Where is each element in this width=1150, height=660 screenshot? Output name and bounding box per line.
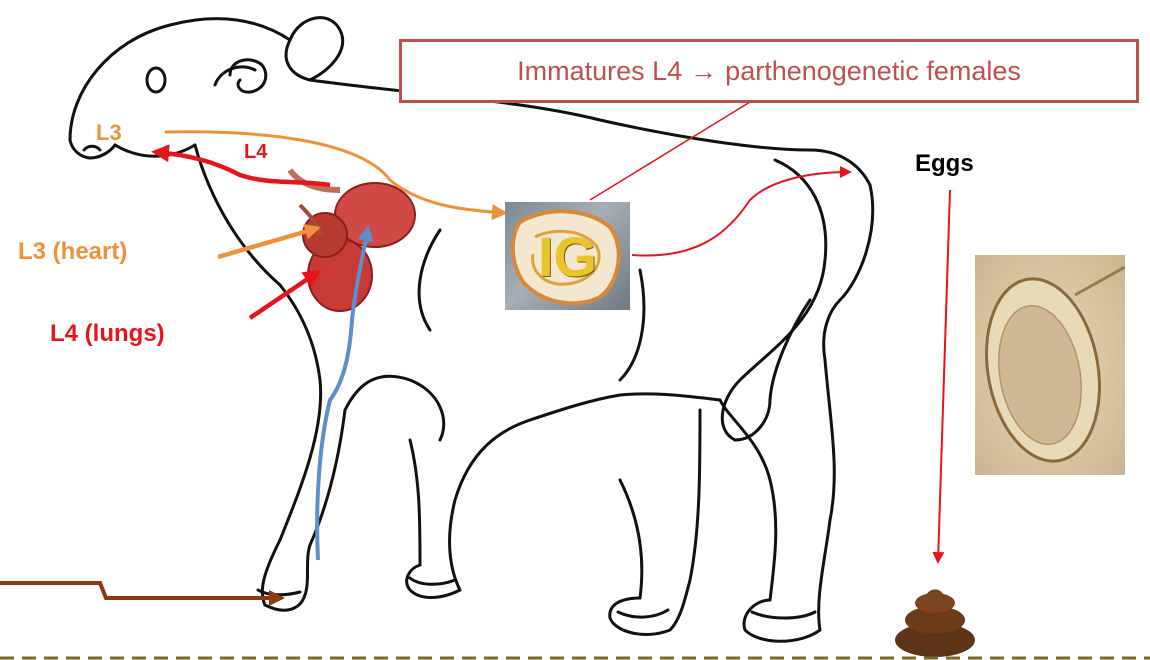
eggs-exit-arrow	[632, 172, 850, 256]
callout-text-right: parthenogenetic females	[725, 56, 1021, 87]
callout-pointer	[590, 102, 750, 200]
right-arrow-icon: →	[690, 56, 717, 87]
label-l3-nose: L3	[96, 120, 122, 146]
ig-label: IG	[505, 202, 630, 310]
skin-entry-arrow	[0, 583, 282, 598]
l4-lungs-arrow	[250, 272, 318, 318]
intestine-ig-image: IG	[505, 202, 630, 310]
callout-text-left: Immatures L4	[517, 56, 682, 87]
label-l4-throat: L4	[244, 141, 267, 164]
callout-box: Immatures L4 → parthenogenetic females	[399, 39, 1139, 103]
egg-shape	[975, 255, 1125, 475]
label-l4-lungs: L4 (lungs)	[50, 320, 165, 348]
label-eggs: Eggs	[915, 150, 974, 178]
eggs-drop-arrow	[938, 190, 950, 562]
heart-lungs-organ	[290, 170, 415, 311]
egg-micrograph	[975, 255, 1125, 475]
dung-pile-icon	[895, 589, 975, 657]
label-l3-heart: L3 (heart)	[18, 238, 127, 266]
calf-outline	[70, 18, 873, 642]
